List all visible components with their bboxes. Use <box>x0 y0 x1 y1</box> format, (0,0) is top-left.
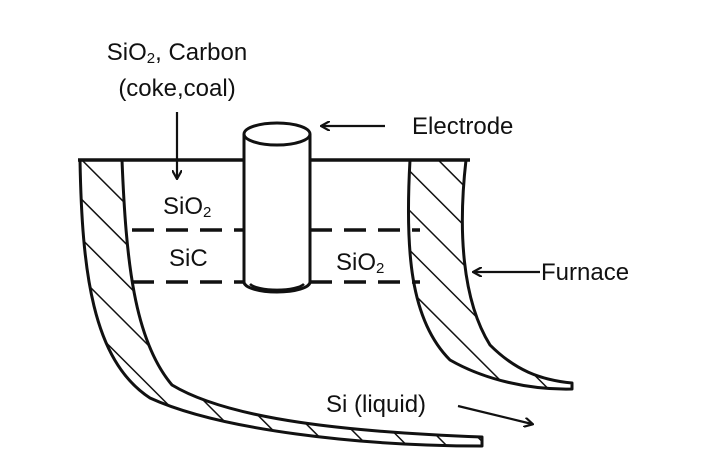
furnace-wall-right <box>406 158 574 391</box>
feed-label-line1: SiO2, Carbon <box>107 39 247 67</box>
feed-label-line2: (coke,coal) <box>118 75 235 102</box>
product-arrow <box>457 404 532 424</box>
zone-right-sio2-label: SiO2 <box>336 249 384 277</box>
furnace-wall-left <box>78 158 484 448</box>
electrode-label: Electrode <box>412 113 513 140</box>
product-si-liquid-label: Si (liquid) <box>326 391 426 418</box>
furnace-label: Furnace <box>541 259 629 286</box>
zone-upper-sio2-label: SiO2 <box>163 193 211 221</box>
zone-middle-sic-label: SiC <box>169 245 208 272</box>
electrode <box>242 121 312 294</box>
